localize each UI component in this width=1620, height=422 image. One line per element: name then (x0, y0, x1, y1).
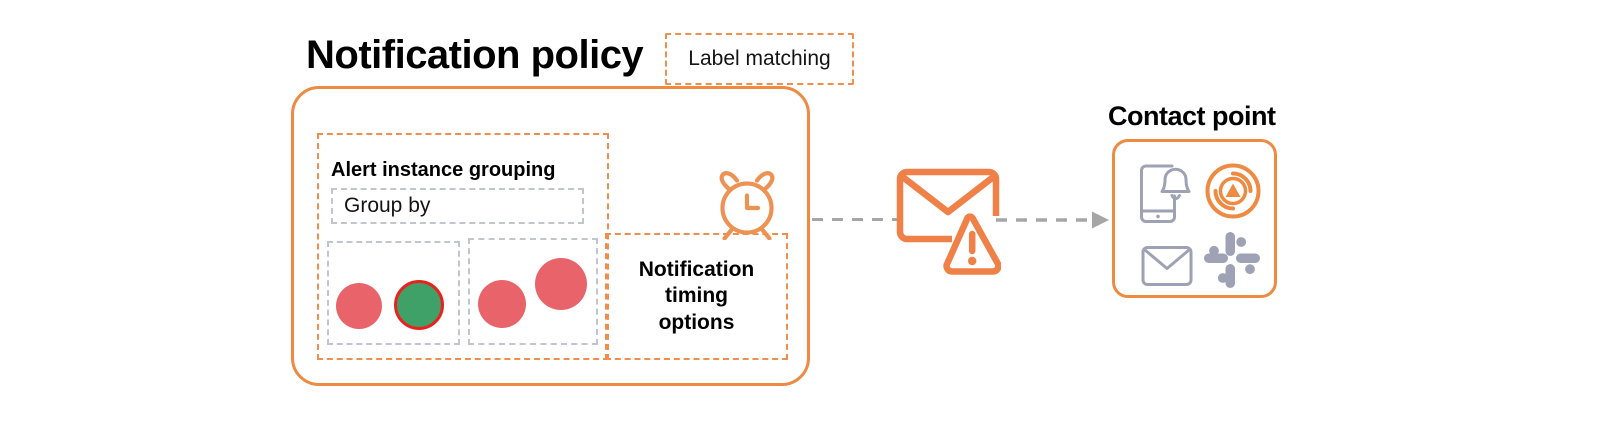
notification-timing-options-box[interactable]: Notification timing options (605, 233, 788, 360)
timing-line-1: Notification (638, 257, 755, 281)
page-title: Notification policy (306, 33, 644, 77)
connector-dashed-arrow-right (996, 211, 1109, 229)
phone-bell-icon (1140, 164, 1191, 223)
alert-instance-grouping-box (317, 133, 609, 360)
alert-instance-firing (535, 258, 587, 310)
alert-instance-grouping-label: Alert instance grouping (331, 159, 556, 181)
slack-icon (1204, 232, 1260, 288)
alert-group-1 (327, 241, 460, 345)
group-by-input[interactable]: Group by (331, 188, 584, 224)
notification-policy-card (291, 86, 810, 386)
contact-point-title: Contact point (1108, 101, 1276, 131)
group-by-value: Group by (344, 194, 431, 217)
alert-instance-firing (336, 283, 382, 329)
alert-instance-resolved (394, 280, 444, 330)
alert-instance-firing (478, 280, 526, 328)
timing-line-2: timing (665, 284, 728, 308)
pagerduty-icon (1205, 163, 1261, 219)
mail-alert-icon (896, 168, 1001, 278)
timing-line-3: options (658, 310, 735, 334)
alert-group-2 (468, 238, 598, 345)
label-matching-chip[interactable]: Label matching (665, 33, 854, 85)
connector-dashed-line-left (812, 218, 902, 221)
notification-timing-label: Notification timing options (639, 257, 755, 336)
alarm-clock-icon (719, 171, 775, 240)
label-matching-text: Label matching (688, 47, 831, 70)
mail-icon (1141, 246, 1193, 286)
